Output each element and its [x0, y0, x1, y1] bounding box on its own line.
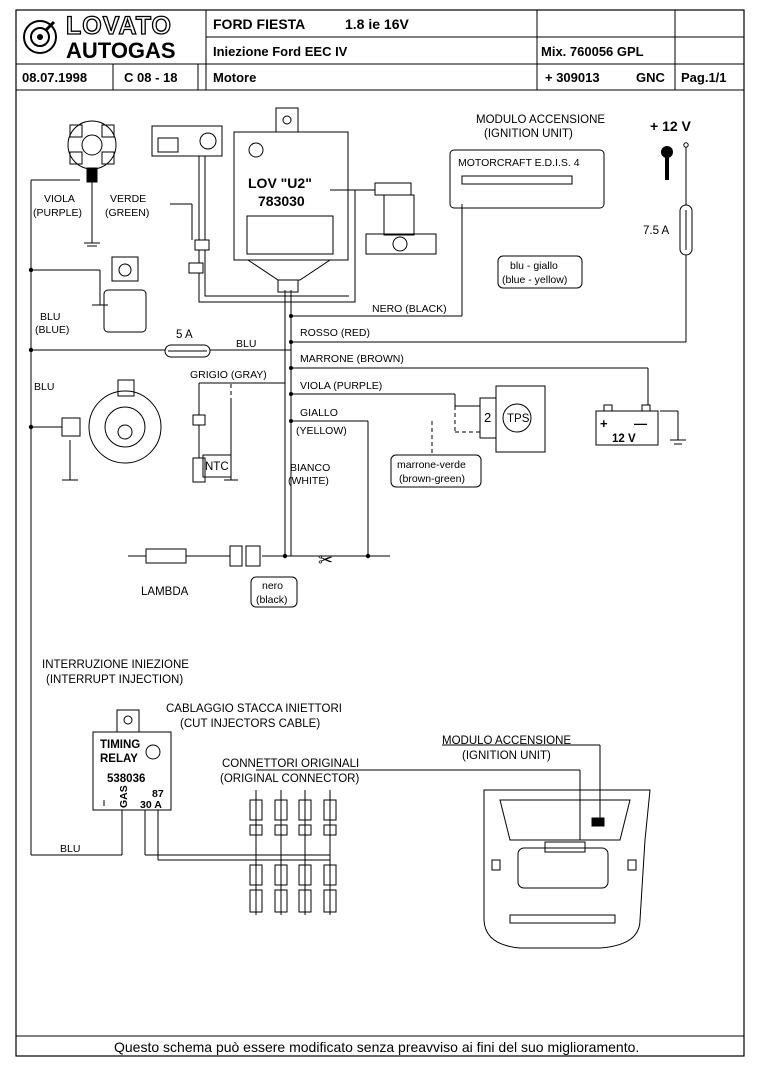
edis-module	[449, 149, 605, 209]
fuse-5a-icon	[164, 344, 211, 358]
lovato-logo	[23, 20, 57, 54]
tps-sensor	[479, 385, 546, 453]
interrupt-title: INTERRUZIONE INIEZIONE	[42, 659, 189, 671]
nero-label-en: (black)	[256, 594, 288, 606]
title-block	[16, 10, 744, 91]
ecu-name: LOV "U2"	[248, 175, 312, 191]
cut-cable-title-en: (CUT INJECTORS CABLE)	[180, 718, 320, 730]
injector-1	[249, 790, 263, 915]
wire-junctions	[28, 142, 689, 559]
cut-cable-title: CABLAGGIO STACCA INIETTORI	[166, 703, 342, 715]
battery-ground-icon	[670, 439, 686, 445]
injector-connectors	[249, 790, 337, 915]
logo-bottom-text: AUTOGAS	[66, 38, 176, 63]
gnc-label: GNC	[636, 70, 666, 85]
interrupt-title-en: (INTERRUPT INJECTION)	[46, 674, 183, 686]
battery-voltage: 12 V	[612, 433, 636, 445]
plus12-label: + 12 V	[650, 118, 692, 134]
orig-conn-title-en: (ORIGINAL CONNECTOR)	[220, 773, 359, 785]
lambda-label: LAMBDA	[141, 586, 189, 598]
part-number: + 309013	[545, 70, 600, 85]
ecu-code: 783030	[258, 193, 305, 209]
blu-giallo-callout	[497, 255, 583, 289]
wire-bianco-en: (WHITE)	[288, 475, 329, 487]
injector-2	[274, 790, 288, 915]
lpg-vaporizer	[92, 256, 147, 333]
blu-giallo-label: blu - giallo	[510, 260, 558, 272]
marrone-verde-label-en: (brown-green)	[399, 473, 465, 485]
distributor	[67, 120, 117, 247]
fuse-7-5a-icon	[679, 204, 693, 256]
relay-title: TIMING	[100, 739, 140, 751]
timing-relay	[92, 709, 172, 811]
diagram-date: 08.07.1998	[22, 70, 87, 85]
fuse5-label: 5 A	[176, 329, 193, 341]
ign2-title-en: (IGNITION UNIT)	[462, 750, 551, 762]
mix-code: Mix. 760056 GPL	[541, 44, 644, 59]
dashed-wires	[230, 384, 480, 455]
blu-giallo-label-en: (blue - yellow)	[502, 274, 567, 286]
ignition-title-en: (IGNITION UNIT)	[484, 128, 573, 140]
footer-note: Questo schema può essere modificato senz…	[114, 1039, 639, 1055]
sheet-border	[15, 9, 745, 1057]
battery-plus: +	[600, 416, 608, 431]
wiring	[30, 145, 687, 861]
battery-minus: —	[634, 416, 647, 431]
ntc-label: NTC	[205, 461, 229, 473]
nero-callout	[250, 576, 298, 608]
wire-verde-en: (GREEN)	[105, 207, 149, 219]
wire-viola-en: (PURPLE)	[33, 207, 82, 219]
injector-3	[298, 790, 312, 915]
engine-spec: 1.8 ie 16V	[345, 16, 409, 32]
relay-code: 538036	[107, 773, 145, 785]
logo-top-text: LOVATO	[66, 12, 172, 40]
marrone-verde-label: marrone-verde	[397, 459, 466, 471]
marrone-verde-callout	[390, 454, 482, 488]
wire-rosso: ROSSO (RED)	[300, 327, 370, 339]
wire-marrone: MARRONE (BROWN)	[300, 353, 404, 365]
ignition-title: MODULO ACCENSIONE	[476, 114, 605, 126]
diagram-section: Motore	[213, 70, 256, 85]
ignition-module-housing	[483, 789, 651, 949]
ign2-title: MODULO ACCENSIONE	[442, 735, 571, 747]
ecu-unit	[233, 107, 349, 293]
wire-blu-left: BLU	[40, 311, 60, 323]
diagram-code: C 08 - 18	[124, 70, 177, 85]
pressure-reducer	[61, 379, 162, 481]
switch-panel	[151, 125, 223, 274]
tps-pin: 2	[484, 410, 491, 425]
wire-blu-low: BLU	[34, 381, 54, 393]
wire-verde: VERDE	[110, 193, 146, 205]
tps-label: TPS	[507, 413, 530, 425]
wire-giallo: GIALLO	[300, 407, 338, 419]
lambda-sensor	[128, 545, 261, 567]
battery	[595, 404, 659, 446]
wire-viola: VIOLA	[44, 193, 75, 205]
vehicle-model: FORD FIESTA	[213, 16, 305, 32]
relay-30a: 30 A	[140, 799, 162, 811]
injector-4	[323, 790, 337, 915]
injection-system: Iniezione Ford EEC IV	[213, 44, 348, 59]
orig-conn-title: CONNETTORI ORIGINALI	[222, 758, 359, 770]
wire-viola2: VIOLA (PURPLE)	[300, 380, 382, 392]
edis-label: MOTORCRAFT E.D.I.S. 4	[458, 157, 580, 169]
wire-blu-mid: BLU	[236, 338, 256, 350]
relay-title2: RELAY	[100, 753, 138, 765]
wire-blu-bottom: BLU	[60, 843, 80, 855]
wire-grigio: GRIGIO (GRAY)	[190, 369, 267, 381]
wire-blu-left-en: (BLUE)	[35, 324, 69, 336]
cut-wire-scissors-icon: ✂	[318, 550, 333, 570]
fuse75-label: 7.5 A	[643, 225, 670, 237]
ignition-key-icon	[661, 146, 673, 180]
nero-label: nero	[262, 580, 283, 592]
relay-87: 87	[152, 788, 164, 800]
relay-gas: GAS	[118, 785, 130, 808]
ntc-sensor	[192, 414, 238, 483]
wire-giallo-en: (YELLOW)	[296, 425, 347, 437]
wire-bianco: BIANCO	[290, 462, 330, 474]
wire-nero: NERO (BLACK)	[372, 303, 447, 315]
page-number: Pag.1/1	[681, 70, 727, 85]
gas-solenoid-valve	[365, 182, 437, 255]
